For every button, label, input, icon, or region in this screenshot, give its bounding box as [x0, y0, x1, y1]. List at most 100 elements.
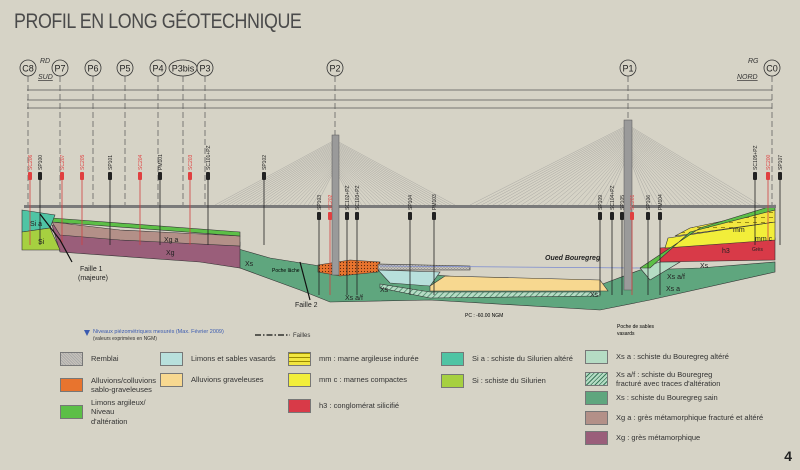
layer-mm-c [664, 221, 776, 249]
borehole-sc101-pz: SC101+PZ [206, 145, 212, 245]
legend-piezo: Niveaux piézométriques mesurés (Max. Fév… [84, 329, 310, 342]
svg-text:P3: P3 [199, 64, 210, 74]
borehole-sp105: SP105 [620, 195, 626, 295]
stay-cables [214, 124, 761, 206]
svg-text:PM104: PM104 [658, 194, 664, 210]
borehole-sp107: SP107 [778, 155, 784, 245]
borehole-sp109: SP109 [598, 195, 604, 295]
layer-xg-a [51, 221, 241, 247]
legend-si: Si : schiste du Silurien [441, 374, 581, 388]
pier-marker-p6: P6 [84, 59, 102, 205]
pier-marker-c0: C0 [763, 59, 781, 205]
layer-xs-af [379, 283, 601, 299]
legend-remblai: Remblai [60, 352, 150, 366]
poche-lache-label: Poche lâche [272, 268, 300, 274]
pier-marker-p7: P7 [51, 59, 69, 205]
svg-text:SC207: SC207 [60, 154, 66, 170]
svg-text:Xs a/f: Xs a/f [345, 295, 363, 302]
geology-labels: Si a Si Xg a Xg Xs Xs Xs a/f Xs Xs a/f X… [30, 221, 773, 302]
fault-2-label: Faille 2 [295, 302, 318, 309]
pier-marker-c8: C8 [19, 59, 37, 205]
svg-text:Failles: Failles [293, 333, 310, 339]
borehole-sc204: SC204 [138, 154, 144, 245]
fault-2 [299, 261, 311, 301]
legend-alluvions-graveleuses: Alluvions graveleuses [160, 373, 290, 387]
svg-text:P5: P5 [119, 64, 130, 74]
geology-layers [21, 204, 776, 311]
svg-text:SP102: SP102 [262, 155, 268, 170]
svg-text:SC204: SC204 [138, 154, 144, 170]
svg-text:P7: P7 [54, 64, 65, 74]
borehole-pm103: PM103 [432, 194, 438, 295]
svg-text:SP106: SP106 [646, 195, 652, 210]
page-title: PROFIL EN LONG GÉOTECHNIQUE [14, 10, 302, 33]
svg-text:P6: P6 [87, 64, 98, 74]
pier-marker-p4: P4 [149, 59, 167, 205]
borehole-sc200: SC200 [766, 154, 772, 245]
svg-text:C0: C0 [766, 64, 778, 74]
direction-left: RD SUD RG NORD [38, 58, 759, 81]
svg-text:Xs: Xs [380, 287, 389, 294]
borehole-sc201: SC201 [630, 194, 636, 295]
svg-text:Grès: Grès [752, 247, 763, 253]
svg-text:Niveaux piézométriques mesurés: Niveaux piézométriques mesurés (Max. Fév… [93, 329, 224, 335]
svg-text:SUD: SUD [38, 74, 53, 81]
poche-sables-label: Poche de sables [617, 324, 654, 330]
svg-text:SC205: SC205 [80, 154, 86, 170]
borehole-sp100: SP100 [38, 155, 44, 245]
borehole-sc207: SC207 [60, 154, 66, 245]
svg-text:Xs: Xs [245, 261, 254, 268]
faults [39, 213, 311, 301]
svg-text:SC103+PZ: SC103+PZ [355, 185, 361, 210]
borehole-sp103: SP103 [317, 195, 323, 295]
svg-text:SP107: SP107 [778, 155, 784, 170]
legend-xs-af: Xs a/f : schiste du Bouregreg fracturé a… [585, 370, 730, 389]
borehole-sc205: SC205 [80, 154, 86, 245]
svg-text:Xs a/f: Xs a/f [667, 274, 685, 281]
pier-marker-p3: P3 [196, 59, 214, 205]
legend-alluvions-sablo: Alluvions/colluvions sablo-graveleuses [60, 376, 156, 395]
page-number: 4 [784, 448, 792, 464]
legend-mm: mm : marne argileuse indurée [288, 352, 438, 366]
layer-remblai [377, 263, 471, 271]
svg-text:NORD: NORD [737, 74, 758, 81]
svg-text:SC102+PZ: SC102+PZ [345, 185, 351, 210]
borehole-sp104: SP104 [408, 195, 414, 295]
svg-text:SP104: SP104 [408, 195, 414, 210]
borehole-pm104: PM104 [658, 194, 664, 295]
borehole-sc103-pz: SC103+PZ [355, 185, 361, 295]
borehole-sp106: SP106 [646, 195, 652, 295]
legend-xg: Xg : grès métamorphique [585, 431, 785, 445]
oued-label: Oued Bouregreg [545, 255, 601, 262]
svg-text:Xs a: Xs a [666, 286, 680, 293]
borehole-sp101: SP101 [108, 155, 114, 245]
borehole-sc102-pz: SC102+PZ [345, 185, 351, 295]
borehole-sc104-pz: SC104+PZ [610, 185, 616, 295]
pc-label: PC : -60.00 NGM [465, 313, 503, 319]
svg-text:(valeurs exprimées en NGM): (valeurs exprimées en NGM) [93, 336, 157, 342]
svg-text:P2: P2 [329, 64, 340, 74]
svg-text:Xg a: Xg a [164, 237, 179, 244]
svg-text:SC206: SC206 [28, 154, 34, 170]
legend-xg-a: Xg a : grès métamorphique fracturé et al… [585, 411, 795, 425]
pier-marker-p3bis: P3bis [168, 59, 198, 205]
legend-h3: h3 : conglomérat silicifié [288, 399, 438, 413]
svg-text:SP103: SP103 [317, 195, 323, 210]
svg-text:SP105: SP105 [620, 195, 626, 210]
borehole-sc202: SC202 [328, 194, 334, 295]
svg-text:SC104+PZ: SC104+PZ [610, 185, 616, 210]
svg-text:Si a: Si a [30, 221, 42, 228]
legend-xs-a: Xs a : schiste du Bouregreg altéré [585, 350, 785, 364]
svg-text:PM103: PM103 [432, 194, 438, 210]
layer-alluvions-graveleuses [429, 275, 609, 292]
svg-text:SP101: SP101 [108, 155, 114, 170]
legend-limons-vasards: Limons et sables vasards [160, 352, 290, 366]
svg-text:SC105+PZ: SC105+PZ [753, 145, 759, 170]
svg-text:P4: P4 [152, 64, 163, 74]
pylon-p1 [623, 119, 633, 291]
svg-text:C8: C8 [22, 64, 34, 74]
annotations: Faille 1 (majeure) Faille 2 Poche lâche … [78, 255, 654, 337]
